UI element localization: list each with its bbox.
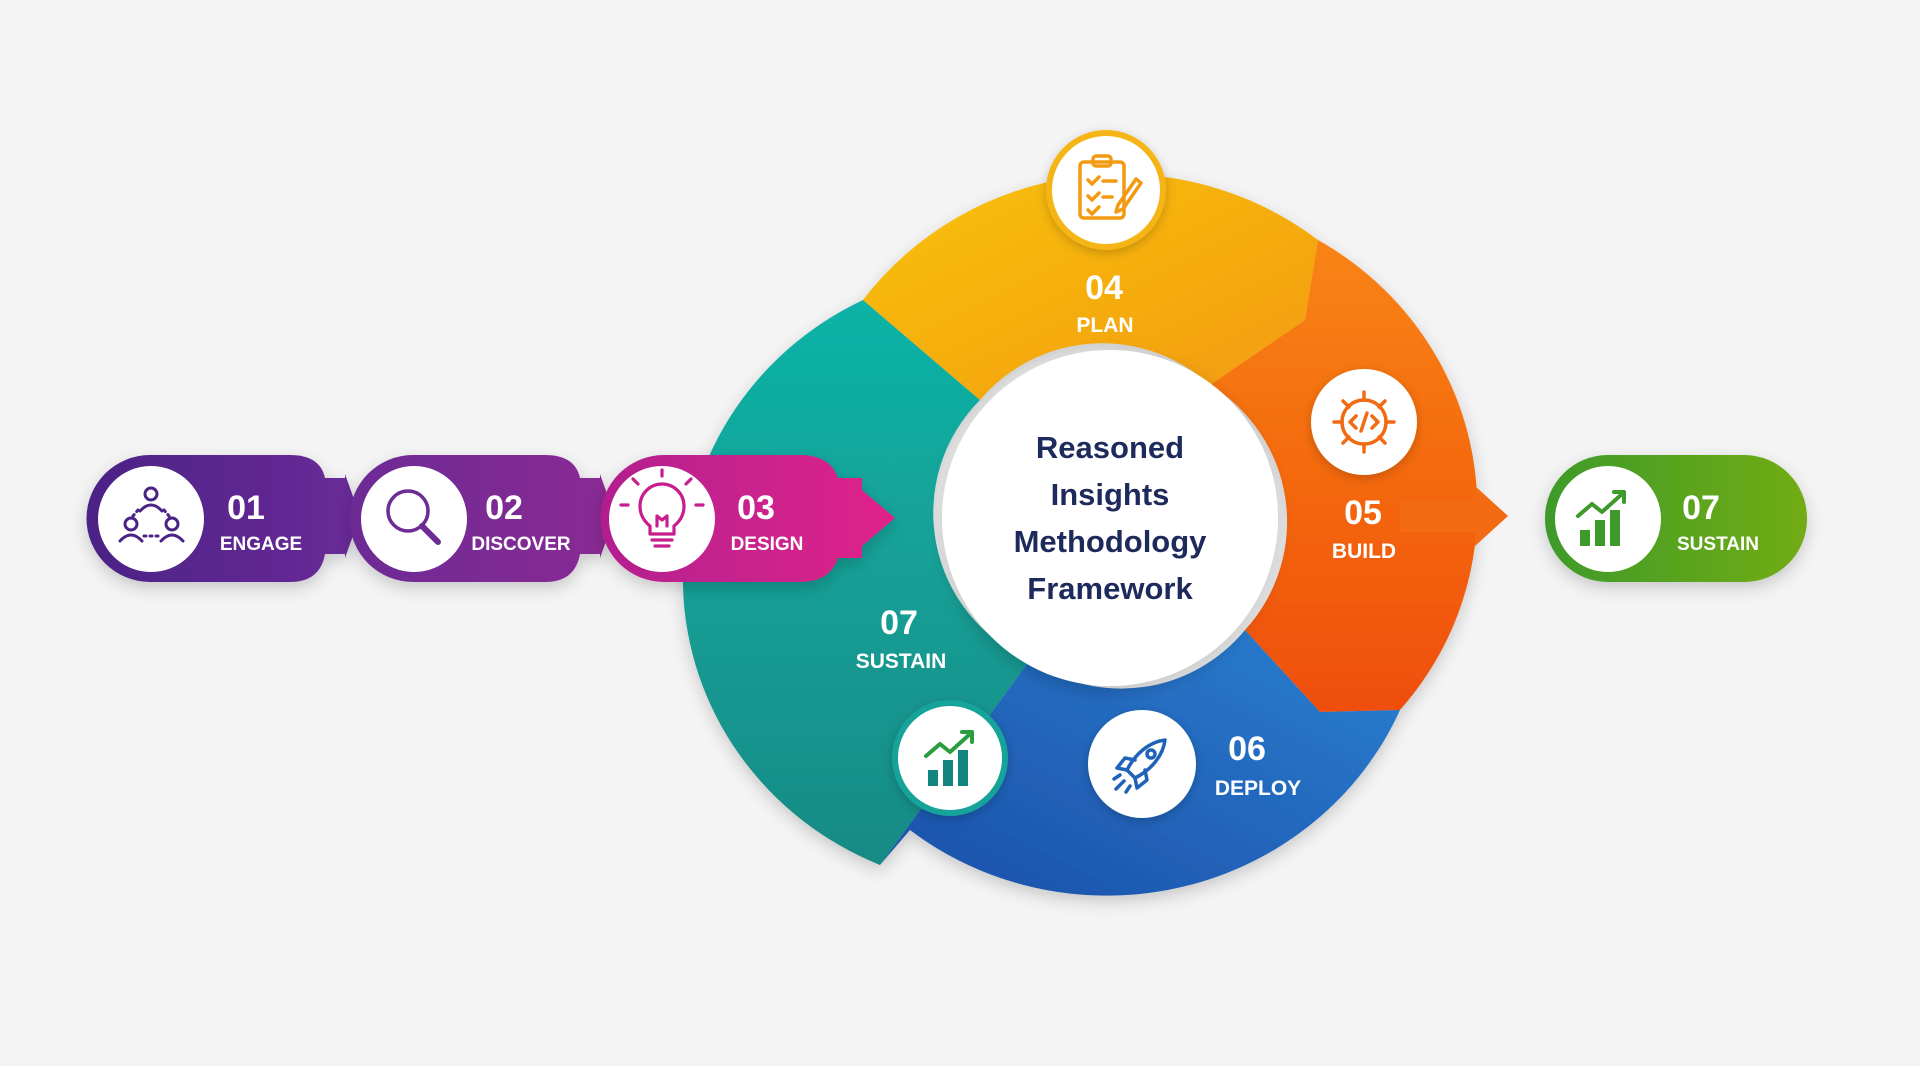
sustain-output-content: 07 SUSTAIN [1555,466,1759,572]
sustain-output-number: 07 [1682,489,1720,527]
design-content: 03 DESIGN [609,466,803,572]
step-build: 05 BUILD [1311,369,1417,563]
discover-number: 02 [485,489,523,527]
build-label: BUILD [1332,540,1396,563]
engage-label: ENGAGE [220,534,302,555]
sustain-cycle-number: 07 [880,604,918,642]
segment-plan [863,173,1318,400]
plan-number: 04 [1085,269,1123,307]
lightbulb-icon [619,468,705,548]
discover-content: 02 DISCOVER [361,466,571,572]
deploy-label: DEPLOY [1215,777,1301,800]
step-plan: 04 PLAN [1046,130,1166,337]
center-hub: Reasoned Insights Methodology Framework [942,350,1278,686]
design-number: 03 [737,489,775,527]
framework-title-line-1: Reasoned [1036,430,1184,465]
step-sustain-cycle: 07 SUSTAIN [856,604,1008,816]
rocket-icon [1112,738,1167,794]
step-deploy: 06 DEPLOY [1088,710,1301,818]
gear-code-icon [1332,390,1396,454]
growth-chart-icon [1576,490,1626,546]
framework-title-line-2: Insights [1051,477,1170,512]
magnifier-icon [386,489,441,545]
design-label: DESIGN [731,534,804,555]
discover-label: DISCOVER [471,534,571,555]
clipboard-checklist-icon [1078,154,1143,220]
people-network-icon [118,486,185,543]
framework-title-line-3: Methodology [1014,524,1208,559]
engage-content: 01 ENGAGE [98,466,302,572]
build-number: 05 [1344,494,1382,532]
sustain-output-label: SUSTAIN [1677,534,1759,555]
segment-build [1210,240,1478,712]
engage-number: 01 [227,489,265,527]
growth-chart-icon [924,730,974,786]
output-arrow [1400,486,1508,546]
deploy-number: 06 [1228,730,1266,768]
sustain-cycle-label: SUSTAIN [856,650,947,673]
plan-label: PLAN [1076,314,1133,337]
framework-title-line-4: Framework [1027,571,1193,606]
